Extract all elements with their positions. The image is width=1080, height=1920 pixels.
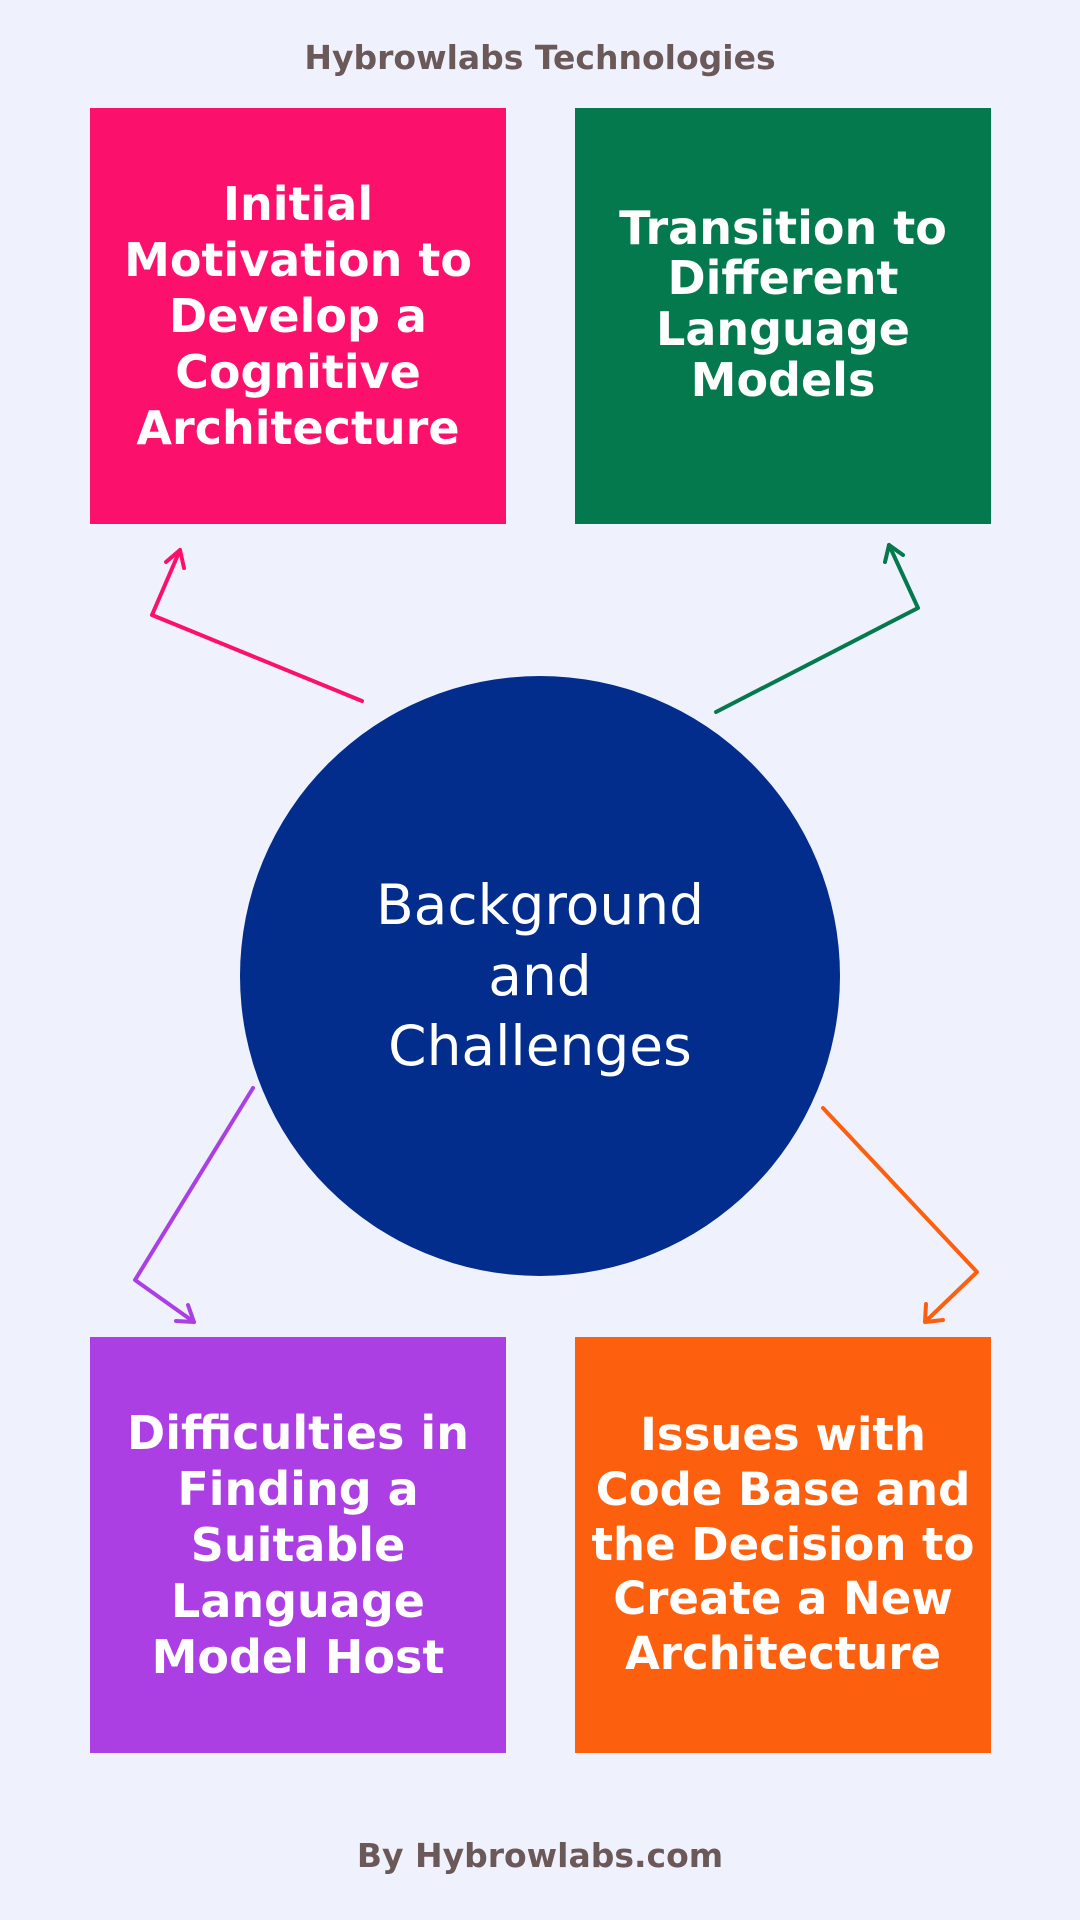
center-label: Background and Challenges (375, 873, 705, 1079)
box-label: Issues with Code Base and the Decision t… (591, 1407, 975, 1681)
arrow-to-box3 (133, 1086, 255, 1324)
box-difficulties-host: Difficulties in Finding a Suitable Langu… (90, 1337, 506, 1753)
box-initial-motivation: Initial Motivation to Develop a Cognitiv… (90, 108, 506, 524)
box-label: Transition to Different Language Models (619, 200, 947, 407)
arrow-to-box4 (821, 1106, 979, 1324)
center-circle: Background and Challenges (240, 676, 840, 1276)
box-label: Difficulties in Finding a Suitable Langu… (127, 1405, 469, 1685)
arrow-to-box2 (714, 543, 920, 714)
box-label: Initial Motivation to Develop a Cognitiv… (124, 176, 472, 456)
arrow-to-box1 (150, 548, 364, 703)
header-title: Hybrowlabs Technologies (304, 38, 776, 77)
box-issues-code-base: Issues with Code Base and the Decision t… (575, 1337, 991, 1753)
footer-credit: By Hybrowlabs.com (356, 1836, 724, 1875)
box-transition-language-models: Transition to Different Language Models (575, 108, 991, 524)
